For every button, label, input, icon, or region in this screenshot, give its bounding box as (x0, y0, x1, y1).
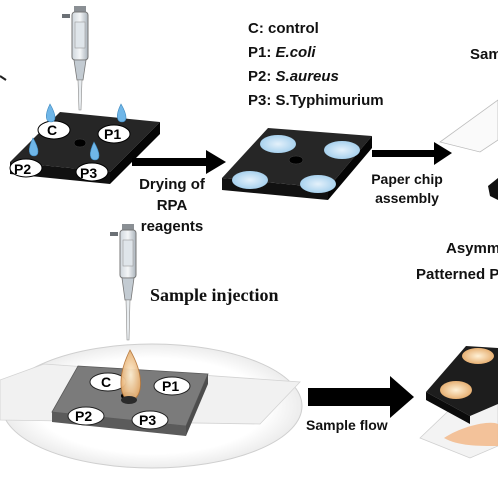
arrow-assembly (372, 142, 452, 165)
legend-item-control: C: control (248, 20, 319, 37)
chip-bottom-left-labels: C P1 P2 P3 (75, 374, 179, 428)
droplets (29, 103, 127, 161)
dried-spot-p1 (324, 141, 360, 159)
step-injection-label: Sample injection (150, 285, 279, 305)
asymmetric-fragment: Asymm (446, 240, 498, 257)
step-assembly-label: Paper chip assembly (371, 171, 443, 206)
patterned-fragment: Patterned Pl (416, 266, 498, 283)
bottom-well-label-p3: P3 (139, 412, 156, 428)
paper-sheet-top-right (439, 99, 498, 200)
well-p3 (75, 162, 109, 182)
well-p1 (97, 124, 131, 144)
pipette-bottom (110, 224, 137, 341)
dried-spot-c (260, 135, 296, 153)
chip-top-middle (222, 128, 372, 200)
arrow-sample-flow (308, 376, 414, 418)
well-label-p3: P3 (80, 165, 97, 181)
dried-spot-p2 (232, 171, 268, 189)
well-label-p1: P1 (104, 126, 121, 142)
bottom-well-label-p1: P1 (162, 378, 179, 394)
step-drying-label: Drying of RPA reagents (139, 176, 205, 235)
bottom-well-p2 (67, 406, 105, 426)
pipette-top (62, 6, 89, 111)
arrow-drying (132, 150, 226, 174)
well-label-p2: P2 (14, 161, 31, 177)
chip-top-left-labels: C P1 P2 P3 (14, 122, 121, 181)
legend-item-typhimurium: P3: S.Typhimurium (248, 92, 384, 109)
legend-item-ecoli: P1: E.coli (248, 44, 316, 61)
bottom-right-spot-1 (462, 348, 494, 364)
bottom-right-spot-2 (440, 381, 472, 399)
sample-drop (120, 349, 141, 404)
bottom-well-p3 (131, 410, 169, 430)
chip-bottom-right (419, 346, 498, 459)
top-right-fragment: Sam (470, 46, 498, 63)
dried-spot-p3 (300, 175, 336, 193)
chip-top-left-wells (9, 120, 131, 182)
legend-item-saureus: P2: S.aureus (248, 68, 339, 85)
bottom-well-label-c: C (101, 374, 111, 390)
bottom-well-label-p2: P2 (75, 408, 92, 424)
left-edge-fragment (0, 75, 7, 81)
step-flow-label: Sample flow (306, 417, 388, 433)
bottom-well-p1 (153, 376, 191, 396)
well-label-c: C (47, 122, 57, 138)
well-p2 (9, 158, 43, 178)
